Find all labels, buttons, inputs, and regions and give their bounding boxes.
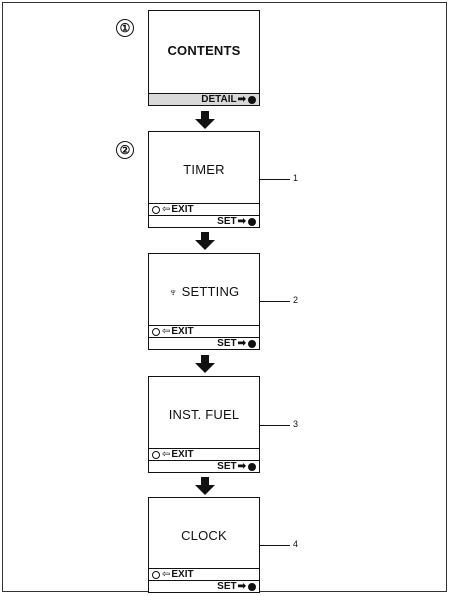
callout-number-4: 4 (293, 539, 299, 549)
right-arrow-icon: ➡ (237, 216, 246, 227)
screen-title-clock: CLOCK (181, 528, 227, 543)
screen-title-setting: ♆ SETTING (149, 284, 259, 299)
step-marker-1: ① (116, 19, 134, 37)
exit-label: EXIT (171, 326, 194, 337)
callout-number-2: 2 (293, 295, 299, 305)
set-bar: SET ➡ (149, 460, 259, 472)
screen-contents: CONTENTS DETAIL ➡ (148, 10, 260, 106)
step-marker-2: ② (116, 141, 134, 159)
callout-line-1 (260, 179, 290, 180)
filled-button-icon (248, 217, 256, 226)
screen-title-timer: TIMER (183, 162, 225, 177)
set-bar: SET ➡ (149, 580, 259, 592)
exit-bar: ⇦ EXIT (149, 203, 259, 215)
screen-title-contents: CONTENTS (167, 43, 241, 58)
filled-button-icon (248, 582, 256, 591)
filled-button-icon (248, 95, 256, 104)
right-arrow-icon: ➡ (237, 461, 246, 472)
callout-number-3: 3 (293, 419, 299, 429)
set-bar: SET ➡ (149, 337, 259, 349)
detail-label: DETAIL (201, 94, 237, 105)
screen-timer: TIMER ⇦ EXIT SET ➡ (148, 131, 260, 228)
exit-label: EXIT (171, 569, 194, 580)
exit-bar: ⇦ EXIT (149, 568, 259, 580)
down-arrow-icon (195, 477, 215, 495)
ring-button-icon (152, 205, 160, 214)
left-arrow-icon: ⇦ (162, 569, 171, 580)
set-label: SET (217, 216, 237, 227)
screen-title-inst-fuel: INST. FUEL (168, 407, 240, 422)
right-arrow-icon: ➡ (237, 94, 246, 105)
callout-line-3 (260, 425, 290, 426)
exit-label: EXIT (171, 449, 194, 460)
left-arrow-icon: ⇦ (162, 326, 171, 337)
screen-inst-fuel: INST. FUEL ⇦ EXIT SET ➡ (148, 376, 260, 473)
left-arrow-icon: ⇦ (162, 449, 171, 460)
exit-bar: ⇦ EXIT (149, 325, 259, 337)
ring-button-icon (152, 327, 160, 336)
screen-setting: ♆ SETTING ⇦ EXIT SET ➡ (148, 253, 260, 350)
set-bar: SET ➡ (149, 215, 259, 227)
down-arrow-icon (195, 355, 215, 373)
exit-label: EXIT (171, 204, 194, 215)
screen-title-setting-text: SETTING (181, 284, 240, 299)
filled-button-icon (248, 339, 256, 348)
trophy-icon: ♆ (168, 285, 178, 299)
down-arrow-icon (195, 111, 215, 129)
set-label: SET (217, 581, 237, 592)
right-arrow-icon: ➡ (237, 338, 246, 349)
down-arrow-icon (195, 232, 215, 250)
exit-bar: ⇦ EXIT (149, 448, 259, 460)
callout-line-2 (260, 301, 290, 302)
callout-line-4 (260, 545, 290, 546)
ring-button-icon (152, 450, 160, 459)
set-label: SET (217, 461, 237, 472)
filled-button-icon (248, 462, 256, 471)
right-arrow-icon: ➡ (237, 581, 246, 592)
screen-clock: CLOCK ⇦ EXIT SET ➡ (148, 497, 260, 593)
ring-button-icon (152, 570, 160, 579)
left-arrow-icon: ⇦ (162, 204, 171, 215)
detail-bar: DETAIL ➡ (149, 93, 259, 105)
callout-number-1: 1 (293, 173, 299, 183)
set-label: SET (217, 338, 237, 349)
